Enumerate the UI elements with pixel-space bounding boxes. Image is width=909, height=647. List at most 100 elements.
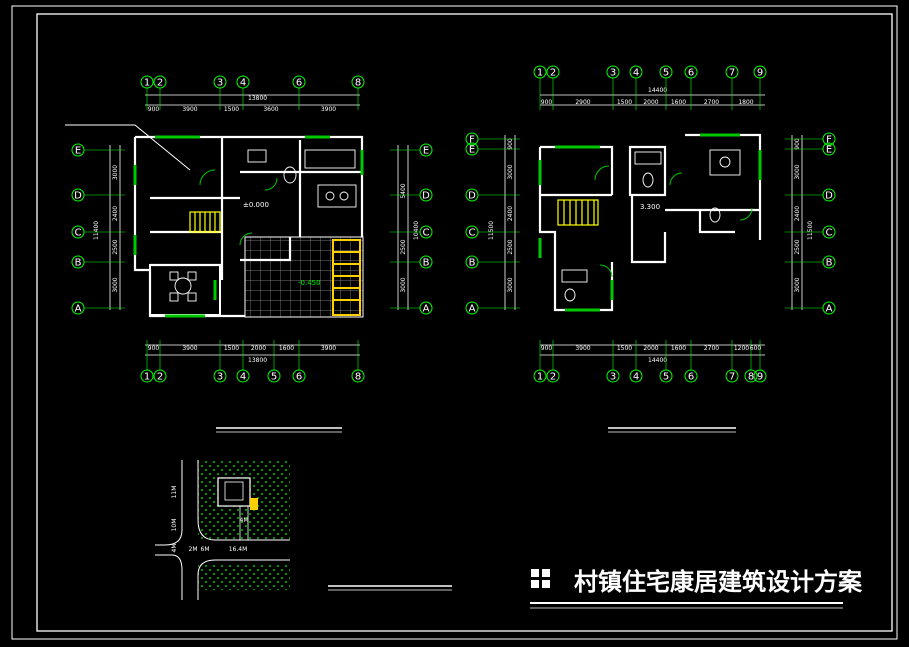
plan2-bottom-dim: 2000 (643, 345, 658, 352)
plan1-left-dim: 3000 (112, 165, 119, 180)
plan1-bottom-axis-4: 4 (236, 369, 250, 383)
plan2-right-row-B-label: B (826, 258, 833, 269)
site-dim: 6M (201, 546, 210, 553)
plan1-bottom-axis-1: 1 (140, 369, 154, 383)
plan2-top-dim: 2000 (643, 99, 658, 106)
plan2-bottom-axis-1-label: 1 (537, 372, 543, 383)
plan1-left-row-C: C (71, 225, 85, 239)
plan1-right-row-D: D (419, 188, 433, 202)
plan2-top-dim: 900 (541, 99, 553, 106)
plan2-right-row-E-label: E (826, 145, 832, 156)
plan1-bottom-axis-3-label: 3 (217, 372, 223, 383)
plan1-top-axis-1: 1 (140, 75, 154, 89)
plan2-right-dim: 3000 (794, 277, 801, 292)
plan2-bottom-axis-4-label: 4 (633, 372, 639, 383)
plan2-left-row-C-label: C (469, 228, 476, 239)
plan2-top-axis-1: 1 (533, 65, 547, 79)
plan1-top-axis-6-label: 6 (296, 78, 302, 89)
plan2-right-row-A: A (822, 301, 836, 315)
plan2-top-axis-6-label: 6 (688, 68, 694, 79)
plan1-top-total: 13800 (248, 95, 267, 102)
plan2-left-row-A: A (465, 301, 479, 315)
plan2-top-axis-5: 5 (659, 65, 673, 79)
plan1-bottom-axis-3: 3 (213, 369, 227, 383)
plan2-top-axis-7: 7 (725, 65, 739, 79)
plan2-bottom-dim: 1500 (617, 345, 632, 352)
plan2-top-total: 14400 (648, 87, 667, 94)
site-dim: 11M (171, 486, 178, 499)
plan1-top-axis-2-label: 2 (157, 78, 163, 89)
plan2-bottom-axis-9: 9 (753, 369, 767, 383)
plan1-top-axis-4: 4 (236, 75, 250, 89)
plan2-right-total: 11500 (807, 221, 814, 240)
plan2-top-axis-1-label: 1 (537, 68, 543, 79)
plan2-bottom-axis-5: 5 (659, 369, 673, 383)
plan1-right-row-A: A (419, 301, 433, 315)
plan2-bottom-dim: 1600 (671, 345, 686, 352)
level-terrace: -0.450 (298, 279, 321, 287)
plan1-left-row-E: E (71, 143, 85, 157)
plan1-left-row-B: B (71, 255, 85, 269)
plan2-top-dim: 1800 (738, 99, 753, 106)
plan1-top-axis-8-label: 8 (355, 78, 361, 89)
plan2-top-axis-7-label: 7 (729, 68, 735, 79)
plan2-bottom-axis-7-label: 7 (729, 372, 735, 383)
plan1-top-axis-1-label: 1 (144, 78, 150, 89)
plan2-right-dim: 900 (794, 138, 801, 150)
plan2-top-axis-9: 9 (753, 65, 767, 79)
plan1-left-total: 11400 (93, 221, 100, 240)
plan2-top-axis-9-label: 9 (757, 68, 763, 79)
title-icon (531, 569, 550, 588)
plan2-left-row-B-label: B (469, 258, 476, 269)
plan1-left-row-E-label: E (75, 146, 81, 157)
plan2-bottom-axis-6: 6 (684, 369, 698, 383)
plan2-top-dim: 1500 (617, 99, 632, 106)
inner-frame (36, 13, 893, 632)
plan1-top-axis-8: 8 (351, 75, 365, 89)
plan2-bottom-dim: 1200 (734, 345, 749, 352)
plan1-bottom-axis-6-label: 6 (296, 372, 302, 383)
plan1-left-row-D: D (71, 188, 85, 202)
plan1-bottom-total: 13800 (248, 357, 267, 364)
plan2-left-row-E: E (465, 142, 479, 156)
plan2-left-dim: 2500 (507, 239, 514, 254)
plan1-right-row-B: B (419, 255, 433, 269)
plan1-bottom-axis-8-label: 8 (355, 372, 361, 383)
plan2-bottom-total: 14400 (648, 357, 667, 364)
plan2-bottom-axis-8-label: 8 (748, 372, 754, 383)
plan2-left-row-E-label: E (469, 145, 475, 156)
site-dim: 16.4M (229, 546, 248, 553)
plan2-bottom-axis-1: 1 (533, 369, 547, 383)
plan2-left-dim: 2400 (507, 206, 514, 221)
plan1-bottom-axis-8: 8 (351, 369, 365, 383)
plan1-top-dim: 3600 (263, 106, 278, 113)
plan2-top-axis-3-label: 3 (610, 68, 616, 79)
plan1-right-row-E: E (419, 143, 433, 157)
plan1-top-dim: 3900 (182, 106, 197, 113)
plan1-bottom-dim: 3900 (182, 345, 197, 352)
plan2-left-row-C: C (465, 225, 479, 239)
plan2-top-axis-3: 3 (606, 65, 620, 79)
plan2-bottom-axis-2-label: 2 (550, 372, 556, 383)
plan2-top-axis-2: 2 (546, 65, 560, 79)
plan1-right-row-E-label: E (423, 146, 429, 157)
plan1-left-row-B-label: B (75, 258, 82, 269)
plan2-right-row-D: D (822, 188, 836, 202)
plan1-left-row-A-label: A (75, 304, 82, 315)
plan1-right-row-B-label: B (423, 258, 430, 269)
plan1-right-row-A-label: A (423, 304, 430, 315)
plan1-bottom-dim: 1600 (279, 345, 294, 352)
plan1-top-dim: 3900 (321, 106, 336, 113)
outer-frame (11, 5, 898, 640)
plan2-top-dim: 2700 (704, 99, 719, 106)
site-dim: 2M (189, 546, 198, 553)
plan2-bottom-axis-5-label: 5 (663, 372, 669, 383)
plan2-right-dim: 3000 (794, 164, 801, 179)
plan2-left-dim: 900 (507, 138, 514, 150)
plan1-right-row-C-label: C (423, 228, 430, 239)
plan2-left-row-F-label: F (469, 135, 475, 146)
plan2-left-dim: 3000 (507, 277, 514, 292)
